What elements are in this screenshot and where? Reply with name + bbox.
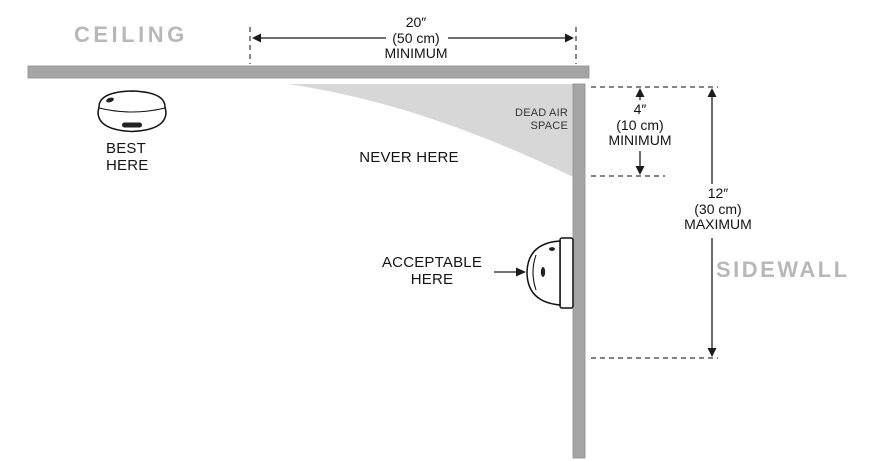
dimension-value: 4″ [633, 101, 647, 117]
dead-air-space-label: DEAD AIR SPACE [468, 107, 568, 132]
dimension-arrow-wall-bottom-offset [707, 88, 717, 357]
acceptable-here-line1: ACCEPTABLE [381, 254, 483, 271]
dimension-wall-top-offset: 4″ (10 cm) MINIMUM [592, 101, 688, 149]
never-here-label: NEVER HERE [359, 149, 459, 166]
dimension-metric: (50 cm) [392, 29, 440, 46]
best-here-label: BEST HERE [106, 140, 149, 174]
dimension-limit: MINIMUM [384, 45, 448, 61]
ceiling-label: CEILING [74, 22, 188, 47]
best-here-line2: HERE [106, 156, 149, 174]
dimension-limit: MINIMUM [608, 132, 672, 148]
acceptable-here-label: ACCEPTABLE HERE [370, 254, 494, 288]
sidewall-structure [572, 83, 586, 459]
dead-air-region [288, 84, 573, 177]
dead-air-line2: SPACE [530, 119, 568, 132]
acceptable-here-line2: HERE [410, 270, 454, 288]
dimension-value: 12″ [707, 185, 729, 201]
leader-arrow-acceptable [494, 267, 526, 277]
smoke-detector-wall-icon [526, 237, 574, 309]
dimension-wall-bottom-offset: 12″ (30 cm) MAXIMUM [670, 185, 766, 233]
dimension-metric: (10 cm) [616, 116, 664, 133]
best-here-line1: BEST [106, 140, 146, 157]
dead-air-line1: DEAD AIR [515, 107, 568, 119]
dimension-value: 20″ [405, 14, 427, 30]
dimension-ceiling-offset: 20″ (50 cm) MINIMUM [366, 14, 466, 62]
dimension-metric: (30 cm) [694, 200, 742, 217]
ceiling-structure [27, 65, 590, 79]
dimension-limit: MAXIMUM [684, 216, 752, 232]
smoke-detector-ceiling-icon [97, 90, 167, 133]
dimension-arrow-wall-top-offset [635, 88, 645, 175]
dimension-arrow-ceiling-offset [252, 33, 574, 43]
sidewall-label: SIDEWALL [716, 257, 850, 282]
